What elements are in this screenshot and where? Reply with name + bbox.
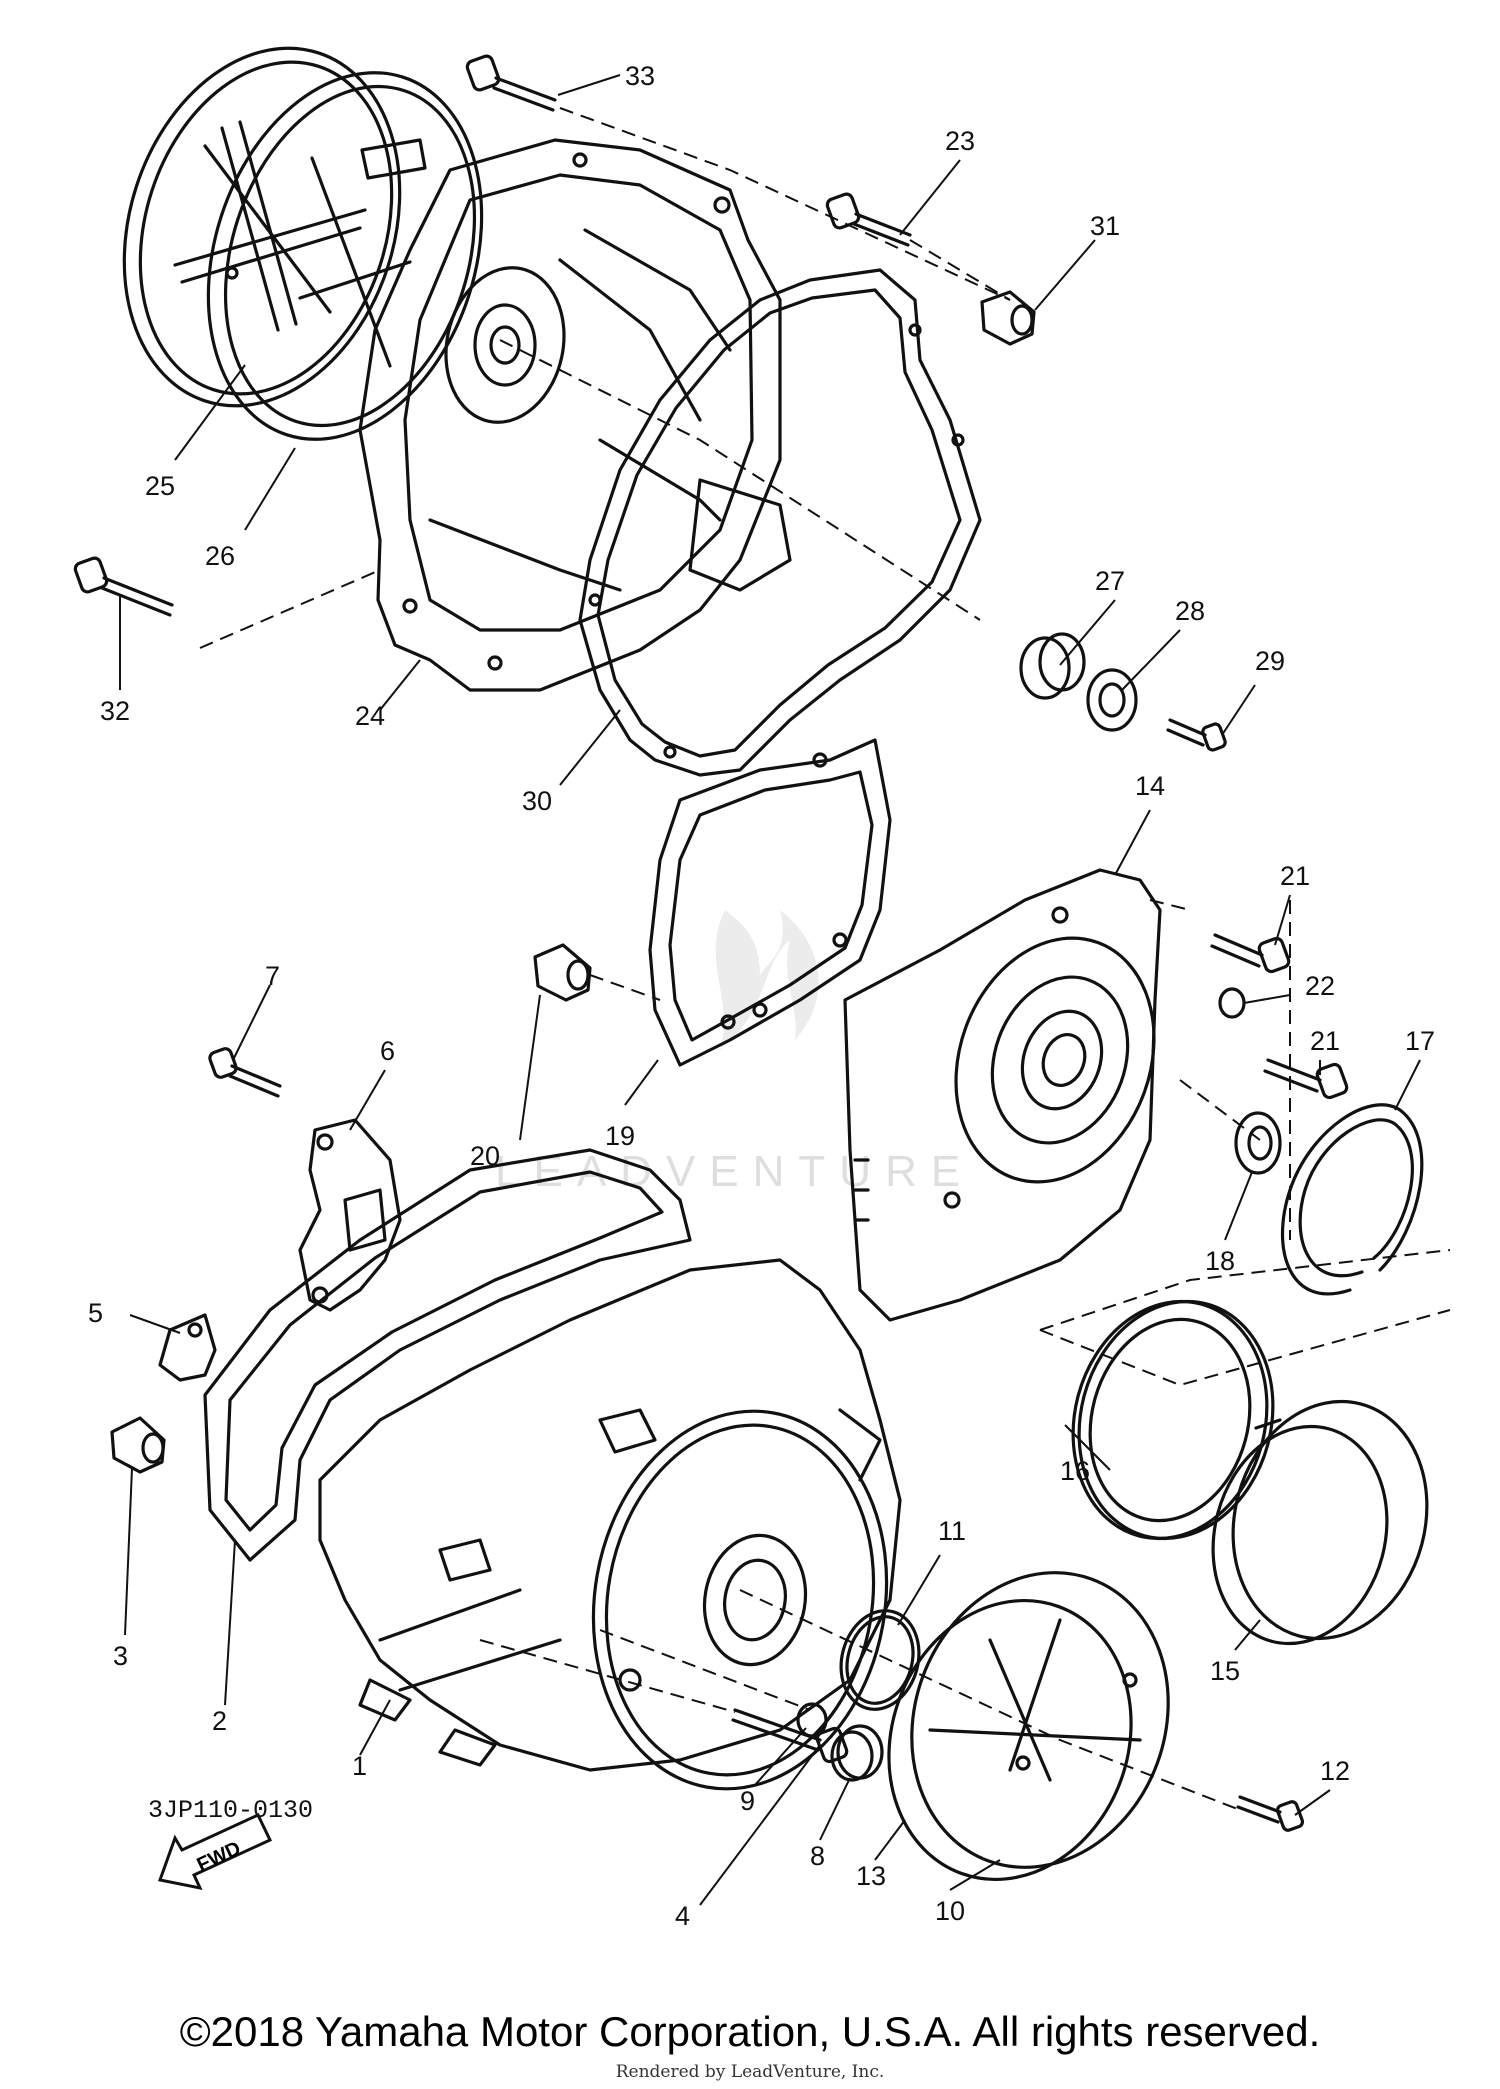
part-18-oil-seal (1234, 1111, 1282, 1175)
callout-4: 4 (675, 1901, 690, 1931)
callout-12: 12 (1320, 1756, 1350, 1786)
callout-15: 15 (1210, 1656, 1240, 1686)
part-26-gasket (206, 71, 484, 441)
bolt-33 (465, 54, 557, 112)
callout-24: 24 (355, 701, 385, 731)
callout-labels: 1 2 3 4 5 6 7 8 9 10 11 12 13 14 15 16 1… (88, 61, 1435, 1931)
copyright-notice: ©2018 Yamaha Motor Corporation, U.S.A. A… (179, 2008, 1321, 2055)
callout-9: 9 (740, 1786, 755, 1816)
part-30-gasket (578, 268, 982, 777)
callout-8: 8 (810, 1841, 825, 1871)
bolt-12 (1236, 1795, 1305, 1832)
callout-25: 25 (145, 471, 175, 501)
callout-33: 33 (625, 61, 655, 91)
part-6-bracket (298, 1118, 402, 1312)
leader-lines (119, 74, 1421, 1906)
part-31-dowel (980, 290, 1036, 346)
callout-20: 20 (470, 1141, 500, 1171)
part-14-cover (843, 868, 1162, 1322)
callout-17: 17 (1405, 1026, 1435, 1056)
callout-26: 26 (205, 541, 235, 571)
callout-10: 10 (935, 1896, 965, 1926)
part-17-circlip (1281, 1103, 1424, 1296)
bolt-32 (73, 556, 174, 617)
callout-16: 16 (1060, 1456, 1090, 1486)
callout-28: 28 (1175, 596, 1205, 626)
callout-18: 18 (1205, 1246, 1235, 1276)
callout-32: 32 (100, 696, 130, 726)
callout-23: 23 (945, 126, 975, 156)
part-24-crankcase-cover (358, 138, 782, 692)
fwd-arrow-icon: FWD (158, 1813, 273, 1891)
part-22-o-ring (1218, 987, 1246, 1019)
callout-31: 31 (1090, 211, 1120, 241)
callout-5: 5 (88, 1298, 103, 1328)
callout-11: 11 (938, 1516, 966, 1546)
bolt-21-upper (1210, 933, 1291, 974)
bolt-7 (208, 1047, 282, 1098)
callout-1: 1 (352, 1751, 367, 1781)
watermark-text: LEADVENTURE (495, 1147, 974, 1196)
callout-14: 14 (1135, 771, 1165, 801)
part-8-plug (830, 1724, 884, 1782)
callout-21-upper: 21 (1280, 861, 1310, 891)
part-10-cover (887, 1571, 1170, 1882)
part-25-outer-cover (122, 46, 402, 408)
diagram-code: 3JP110-0130 (148, 1796, 314, 1825)
callout-30: 30 (522, 786, 552, 816)
bolt-23 (825, 192, 912, 247)
part-3-dowel (110, 1416, 166, 1474)
alignment-lines (199, 107, 1451, 1811)
callout-13: 13 (856, 1861, 886, 1891)
callout-7: 7 (265, 961, 280, 991)
callout-27: 27 (1095, 566, 1125, 596)
callout-22: 22 (1305, 971, 1335, 1001)
part-28-oil-seal (1086, 668, 1138, 732)
part-15-cap (1211, 1399, 1429, 1646)
part-20-dowel (533, 943, 592, 1002)
part-5-clip (158, 1313, 217, 1382)
callout-19: 19 (605, 1121, 635, 1151)
part-11-o-ring (839, 1609, 921, 1711)
bolt-29 (1166, 718, 1227, 752)
callout-29: 29 (1255, 646, 1285, 676)
rendered-by-credit: Rendered by LeadVenture, Inc. (615, 2062, 885, 2082)
callout-2: 2 (212, 1706, 227, 1736)
bolt-4 (731, 1708, 849, 1764)
callout-21-lower: 21 (1310, 1026, 1340, 1056)
bolt-21-lower (1263, 1058, 1349, 1100)
part-2-gasket (203, 1148, 692, 1562)
part-16-seal-ring (1071, 1299, 1275, 1541)
part-19-gasket (648, 738, 892, 1067)
leadventure-watermark: LEADVENTURE (495, 910, 974, 1196)
part-27-bushing (1019, 632, 1086, 700)
callout-3: 3 (113, 1641, 128, 1671)
callout-6: 6 (380, 1036, 395, 1066)
